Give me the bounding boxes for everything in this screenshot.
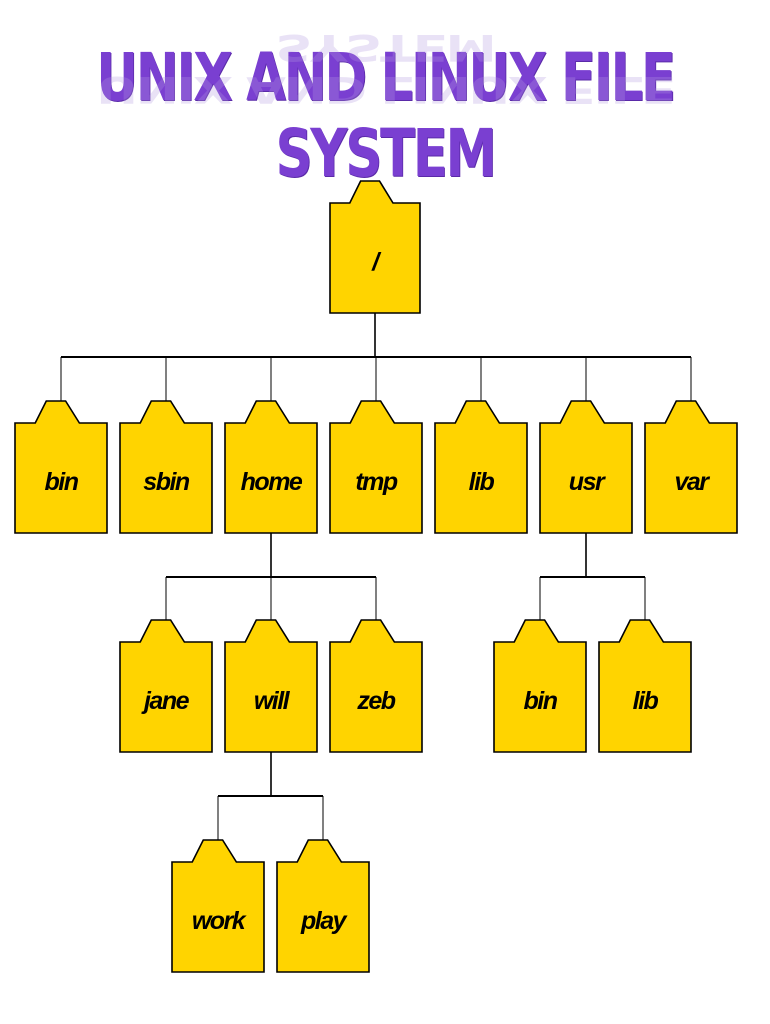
- folder-icon: [14, 400, 108, 534]
- folder-label: play: [300, 907, 348, 935]
- folder-label: work: [192, 907, 247, 935]
- folder-label: bin: [45, 468, 79, 496]
- folder-label: bin: [524, 687, 558, 715]
- folder-label: usr: [569, 468, 606, 496]
- folder-zeb[interactable]: zeb: [329, 619, 423, 753]
- folder-lib[interactable]: lib: [434, 400, 528, 534]
- folder-play[interactable]: play: [276, 839, 370, 973]
- folder-tmp[interactable]: tmp: [329, 400, 423, 534]
- page-title: UNIX AND LINUX FILE SYSTEM: [96, 39, 676, 192]
- folder-bin[interactable]: bin: [493, 619, 587, 753]
- folder-label: lib: [633, 687, 659, 715]
- folder-label: jane: [141, 687, 190, 715]
- folder-label: zeb: [356, 687, 395, 715]
- folder-icon: [276, 839, 370, 973]
- folder-label: tmp: [355, 468, 398, 496]
- folder-label: sbin: [143, 468, 190, 496]
- title-area: UNIX AND LINUX FILE SYSTEM UNIX AND LINU…: [0, 26, 770, 191]
- folder-icon: [493, 619, 587, 753]
- folder-usr[interactable]: usr: [539, 400, 633, 534]
- folder-icon: [539, 400, 633, 534]
- folder-lib[interactable]: lib: [598, 619, 692, 753]
- folder-icon: [224, 400, 318, 534]
- tree-folders: / bin sbin home jane will work play zeb tmp lib usr…: [14, 180, 738, 973]
- folder-icon: [224, 619, 318, 753]
- folder-icon: [644, 400, 738, 534]
- folder-label: home: [241, 468, 303, 496]
- tree-connectors: [60, 313, 692, 842]
- folder-var[interactable]: var: [644, 400, 738, 534]
- folder-bin[interactable]: bin: [14, 400, 108, 534]
- folder-icon: [434, 400, 528, 534]
- folder-icon: [598, 619, 692, 753]
- folder-icon: [329, 180, 421, 314]
- folder-label: will: [254, 687, 291, 715]
- folder-icon: [119, 619, 213, 753]
- folder-icon: [119, 400, 213, 534]
- folder-icon: [329, 619, 423, 753]
- folder-work[interactable]: work: [171, 839, 265, 973]
- folder-jane[interactable]: jane: [119, 619, 213, 753]
- folder-label: var: [674, 468, 710, 496]
- folder-sbin[interactable]: sbin: [119, 400, 213, 534]
- folder-label: lib: [469, 468, 495, 496]
- folder-icon: [329, 400, 423, 534]
- folder-icon: [171, 839, 265, 973]
- folder-will[interactable]: will: [224, 619, 318, 753]
- folder-home[interactable]: home: [224, 400, 318, 534]
- folder-root[interactable]: /: [329, 180, 421, 314]
